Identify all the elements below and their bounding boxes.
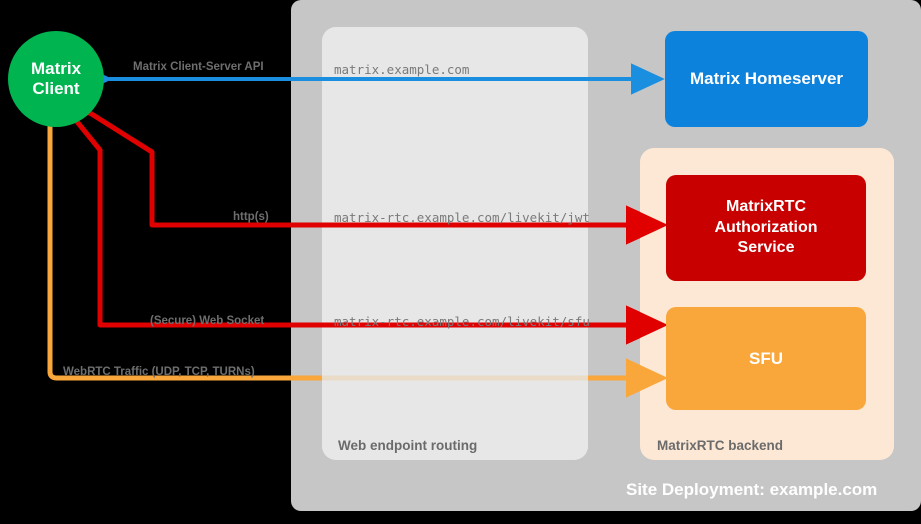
caption-matrixrtc-backend: MatrixRTC backend (657, 438, 784, 453)
label-matrix-client-server-api: Matrix Client-Server API (133, 61, 264, 73)
node-matrix-homeserver[interactable]: Matrix Homeserver (665, 31, 868, 127)
matrix-client-line1: Matrix (30, 58, 82, 78)
auth-service-line2: Authorization (714, 218, 818, 236)
endpoint-url-livekit-sfu: matrix-rtc.example.com/livekit/sfu (334, 314, 590, 329)
matrix-homeserver-label: Matrix Homeserver (689, 69, 844, 88)
panel-web-endpoint-routing-overlay (322, 27, 588, 460)
label-web-socket: (Secure) Web Socket (150, 315, 265, 327)
label-https: http(s) (233, 211, 269, 223)
endpoint-url-livekit-jwt: matrix-rtc.example.com/livekit/jwt (334, 210, 590, 225)
endpoint-url-matrix: matrix.example.com (334, 62, 470, 77)
node-sfu[interactable]: SFU (666, 307, 866, 410)
sfu-label: SFU (749, 348, 783, 368)
auth-service-line1: MatrixRTC (725, 198, 806, 216)
caption-site-deployment: Site Deployment: example.com (626, 480, 878, 499)
label-webrtc-traffic: WebRTC Traffic (UDP, TCP, TURNs) (63, 366, 255, 378)
caption-web-endpoint-routing: Web endpoint routing (338, 438, 478, 453)
auth-service-line3: Service (737, 239, 795, 257)
node-matrix-client[interactable]: Matrix Client (8, 31, 104, 127)
matrix-client-line2: Client (32, 79, 80, 98)
node-matrixrtc-authorization-service[interactable]: MatrixRTC Authorization Service (666, 175, 866, 281)
